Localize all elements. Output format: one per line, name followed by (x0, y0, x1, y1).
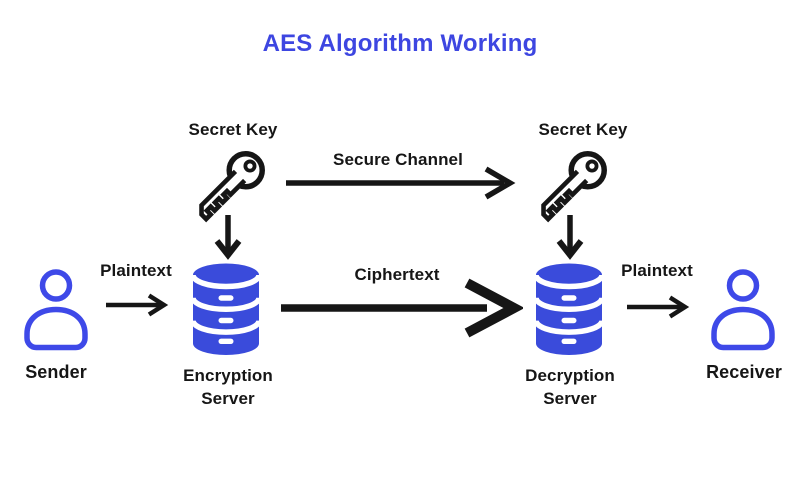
arrow-down-icon (556, 215, 584, 260)
arrow-down-icon (214, 215, 242, 260)
database-stack-icon (534, 263, 604, 355)
arrow-right-icon (281, 278, 523, 338)
secure-channel-label: Secure Channel (333, 150, 463, 169)
database-stack-icon (191, 263, 261, 355)
ciphertext-label: Ciphertext (354, 265, 440, 284)
arrow-right-icon (627, 295, 690, 319)
arrow-right-icon (106, 293, 169, 317)
receiver-label: Receiver (706, 362, 782, 382)
decryption-server-label: Decryption Server (525, 366, 615, 408)
key-icon (541, 151, 607, 223)
plaintext-left-label: Plaintext (100, 261, 172, 280)
person-icon (24, 269, 88, 351)
sender-label: Sender (25, 362, 87, 382)
encryption-server-label: Encryption Server (183, 366, 273, 408)
page-title: AES Algorithm Working (262, 30, 538, 57)
arrow-right-icon (286, 166, 516, 200)
secret-key-right-label: Secret Key (538, 120, 628, 139)
key-icon (199, 151, 265, 223)
secret-key-left-label: Secret Key (188, 120, 278, 139)
plaintext-right-label: Plaintext (621, 261, 693, 280)
person-icon (711, 269, 775, 351)
